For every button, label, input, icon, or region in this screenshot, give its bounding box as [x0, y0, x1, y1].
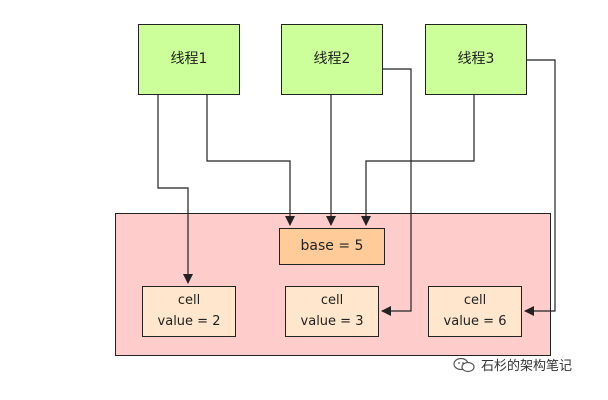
base-box: base = 5	[279, 228, 385, 265]
cell-2-label: cell value = 3	[300, 293, 364, 329]
watermark: 石杉的架构笔记	[453, 355, 572, 374]
wechat-icon	[453, 357, 475, 373]
cell-2-box: cell value = 3	[285, 286, 379, 337]
cell-3-box: cell value = 6	[428, 286, 522, 337]
base-label: base = 5	[300, 237, 364, 254]
thread-2-box: 线程2	[281, 24, 383, 95]
watermark-text: 石杉的架构笔记	[480, 359, 572, 374]
connector-thread3-to-base	[361, 95, 475, 226]
thread-3-box: 线程3	[425, 24, 527, 95]
thread-1-label: 线程1	[170, 50, 208, 67]
cell-1-box: cell value = 2	[142, 286, 236, 337]
thread-3-label: 线程3	[457, 50, 495, 67]
connector-thread1-to-base	[206, 95, 295, 226]
cell-3-label: cell value = 6	[443, 293, 507, 329]
cell-1-label: cell value = 2	[157, 293, 221, 329]
thread-1-box: 线程1	[138, 24, 240, 95]
thread-2-label: 线程2	[313, 50, 351, 67]
